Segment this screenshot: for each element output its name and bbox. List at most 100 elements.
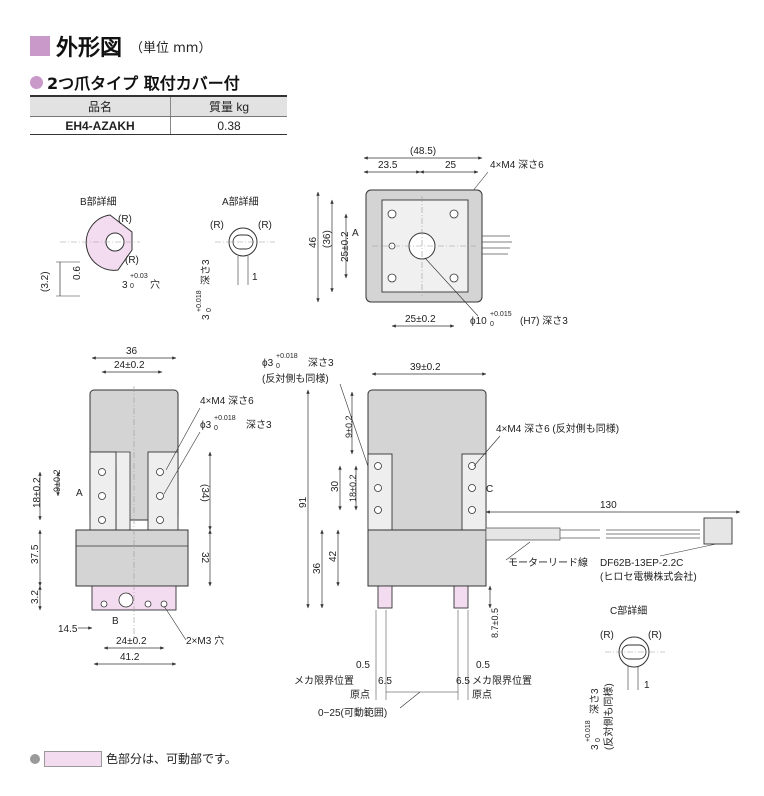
detail-c-dim-1: 1 — [644, 680, 650, 691]
side-phi3-note: (反対側も同様) — [262, 372, 329, 385]
top-phi: ϕ10 — [470, 316, 487, 327]
front-dim-375: 37.5 — [30, 544, 41, 564]
detail-a-r1: (R) — [210, 220, 224, 231]
detail-c-title: C部詳細 — [610, 604, 647, 617]
spec-row: EH4-AZAKH 0.38 — [30, 116, 287, 135]
side-phi3-suffix: 深さ3 — [308, 357, 334, 369]
front-gear-body — [75, 529, 189, 587]
top-m4-hole-3 — [387, 273, 397, 283]
side-jaw-left — [377, 585, 393, 609]
top-m4-hole-1 — [387, 209, 397, 219]
side-dim-87: 8.7±0.5 — [490, 608, 500, 638]
front-phi3-up: +0.018 — [214, 415, 236, 422]
model-cell: EH4-AZAKH — [30, 116, 171, 135]
front-dim-34: (34) — [199, 484, 210, 502]
front-dim-412: 41.2 — [120, 652, 140, 663]
detail-c-depth: 3 — [590, 744, 601, 750]
page-title: 外形図 — [56, 36, 123, 61]
front-finger-right — [147, 451, 179, 531]
detail-a-tol-up: +0.018 — [196, 290, 203, 312]
detail-c-tol-lo: 0 — [595, 738, 602, 742]
detail-a-r2: (R) — [258, 220, 272, 231]
side-origin-right: 原点 — [472, 689, 492, 701]
side-dim-18: 18±0.2 — [348, 475, 358, 502]
side-jaw-right — [453, 585, 469, 609]
front-label-a: A — [76, 488, 83, 499]
side-range: 0−25(可動範囲) — [318, 706, 387, 719]
detail-c-tol-up: +0.018 — [585, 720, 592, 742]
side-phi3-up: +0.018 — [276, 353, 298, 360]
detail-b-tol-up: +0.03 — [130, 273, 148, 280]
detail-b-dim-06: 0.6 — [72, 266, 83, 280]
side-dim-130: 130 — [600, 500, 617, 511]
front-dim-18: 18±0.2 — [32, 477, 43, 508]
side-phi3-lo: 0 — [276, 363, 280, 370]
top-dim-25v: 25±0.2 — [340, 231, 351, 262]
detail-b-dim-32: (3.2) — [40, 271, 51, 292]
front-dim-36: 36 — [126, 346, 138, 357]
top-phi-suffix: (H7) 深さ3 — [520, 315, 568, 327]
section-subtitle: 2つ爪タイプ 取付カバー付 — [30, 70, 240, 94]
top-label-a: A — [352, 228, 359, 239]
bullet-dot-icon — [30, 75, 43, 89]
subtitle-text: 2つ爪タイプ 取付カバー付 — [47, 74, 240, 93]
side-origin-left: 原点 — [350, 689, 370, 701]
col-name-header: 品名 — [30, 95, 171, 117]
side-dim-65b: 6.5 — [456, 676, 470, 687]
detail-b-hole-suffix: 穴 — [150, 278, 160, 291]
header-square-icon — [30, 36, 50, 56]
detail-a-tol-lo: 0 — [206, 308, 213, 312]
side-dim-39: 39±0.2 — [410, 362, 441, 373]
side-dim-30: 30 — [330, 480, 341, 492]
front-dim-9: 9±0.2 — [52, 470, 62, 492]
front-label-b: B — [112, 616, 119, 627]
detail-a-dim-1: 1 — [252, 272, 258, 283]
front-dim-32: 32 — [199, 552, 210, 564]
detail-c-r2: (R) — [648, 630, 662, 641]
detail-c-note: (反対側も同様) — [602, 683, 615, 750]
side-motor-lead: モーターリード線 — [508, 556, 588, 569]
front-m3: 2×M3 穴 — [186, 634, 224, 647]
detail-b: B部詳細 (R) (R) (3.2) 0.6 3 +0.03 0 穴 — [40, 195, 160, 297]
front-phi3-lo: 0 — [214, 425, 218, 432]
legend-text: 色部分は、可動部です。 — [106, 752, 237, 766]
side-gear-body — [367, 529, 487, 587]
legend: 色部分は、可動部です。 — [30, 750, 237, 767]
side-connector-model: DF62B-13EP-2.2C — [600, 558, 683, 569]
detail-b-tol-lo: 0 — [130, 283, 134, 290]
detail-a-title: A部詳細 — [222, 195, 259, 208]
detail-a-depth: 3 — [201, 314, 212, 320]
legend-swatch — [44, 750, 102, 767]
top-m4-hole-4 — [449, 273, 459, 283]
detail-c: C部詳細 (R) (R) 1 3 +0.018 0 深さ3 (反対側も同様) — [585, 604, 665, 750]
front-view: 36 24±0.2 4×M4 深さ6 ϕ3 +0.018 0 深さ3 A 9±0… — [30, 346, 272, 666]
detail-c-r1: (R) — [600, 630, 614, 641]
detail-a-depth-suffix: 深さ3 — [200, 259, 212, 285]
front-phi3: ϕ3 — [200, 420, 212, 431]
top-dim-36: (36) — [322, 230, 333, 248]
detail-b-r2: (R) — [125, 255, 139, 266]
side-dim-05b: 0.5 — [476, 660, 490, 671]
detail-c-depth-suffix: 深さ3 — [589, 688, 601, 714]
spec-header-row: 品名 質量 kg — [30, 95, 287, 117]
page-header: 外形図 （単位 mm） — [30, 30, 211, 62]
top-dim-25: 25 — [445, 160, 457, 171]
mass-cell: 0.38 — [170, 116, 287, 135]
side-view: ϕ3 +0.018 0 深さ3 (反対側も同様) 39±0.2 4×M4 深さ6… — [262, 353, 741, 719]
front-m4: 4×M4 深さ6 — [200, 395, 254, 407]
legend-dot-icon — [30, 753, 40, 764]
top-m4-hole-2 — [449, 209, 459, 219]
front-dim-24: 24±0.2 — [114, 360, 145, 371]
detail-b-hole-size: 3 — [122, 280, 128, 291]
side-dim-42: 42 — [328, 550, 339, 562]
side-phi3: ϕ3 — [262, 358, 274, 369]
side-connector-maker: (ヒロセ電機株式会社) — [600, 570, 697, 583]
side-limit-left: メカ限界位置 — [294, 674, 354, 687]
side-limit-right: メカ限界位置 — [472, 674, 532, 687]
side-connector — [703, 517, 733, 545]
side-dim-65a: 6.5 — [378, 676, 392, 687]
top-phi-up: +0.015 — [490, 311, 512, 318]
side-dim-91: 91 — [298, 496, 309, 508]
top-view: (48.5) 23.5 25 4×M4 深さ6 A 46 (36) 25±0.2… — [308, 146, 568, 328]
